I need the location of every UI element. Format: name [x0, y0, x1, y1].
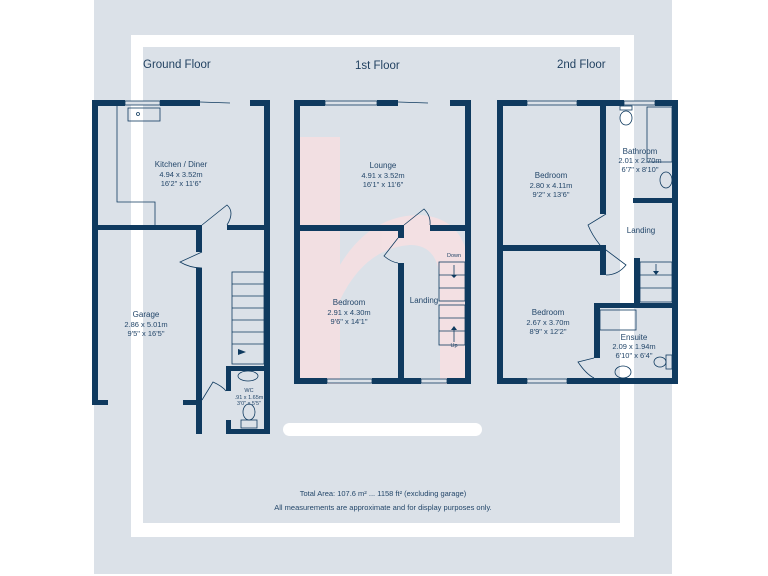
- room-name-landing-second: Landing: [627, 226, 655, 235]
- room-name-ensuite: Ensuite: [621, 333, 648, 342]
- floor-title-first: 1st Floor: [355, 60, 400, 72]
- room-imperial-wc: 3'0" x 5'5": [237, 401, 261, 407]
- disclaimer: All measurements are approximate and for…: [274, 503, 491, 512]
- room-metric-bedroom-second-2: 2.67 x 3.70m: [526, 318, 569, 327]
- room-metric-ensuite: 2.09 x 1.94m: [612, 342, 655, 351]
- room-imperial-lounge: 16'1" x 11'6": [363, 180, 404, 189]
- room-name-lounge: Lounge: [370, 161, 397, 170]
- stairs-down-label: Down: [447, 253, 461, 259]
- scale-bar: [283, 423, 482, 436]
- room-name-bedroom-second-2: Bedroom: [532, 308, 565, 317]
- room-imperial-bedroom-second-2: 8'9" x 12'2": [530, 327, 567, 336]
- room-metric-bedroom-first: 2.91 x 4.30m: [327, 308, 370, 317]
- room-metric-garage: 2.86 x 5.01m: [124, 320, 167, 329]
- first-floor-plan: [294, 100, 471, 384]
- room-imperial-ensuite: 6'10" x 6'4": [616, 351, 653, 360]
- floor-title-second: 2nd Floor: [557, 59, 606, 71]
- room-imperial-bedroom-first: 9'6" x 14'1": [331, 317, 368, 326]
- room-metric-lounge: 4.91 x 3.52m: [361, 171, 404, 180]
- room-metric-bedroom-second-1: 2.80 x 4.11m: [530, 181, 573, 190]
- stairs-up-label: Up: [450, 343, 457, 349]
- ground-floor-plan: [92, 100, 270, 434]
- second-floor-plan: [497, 100, 678, 384]
- room-name-bathroom: Bathroom: [623, 147, 658, 156]
- room-name-landing-first: Landing: [410, 296, 438, 305]
- room-name-bedroom-first: Bedroom: [333, 298, 366, 307]
- room-imperial-bathroom: 6'7" x 8'10": [622, 165, 659, 174]
- total-area: Total Area: 107.6 m² ... 1158 ft² (exclu…: [300, 489, 467, 498]
- room-metric-bathroom: 2.01 x 2.70m: [618, 156, 661, 165]
- inner-panel: [143, 47, 620, 523]
- room-name-garage: Garage: [133, 310, 160, 319]
- watermark-logo: [300, 137, 470, 384]
- room-metric-wc: .91 x 1.65m: [235, 395, 264, 401]
- room-name-bedroom-second-1: Bedroom: [535, 171, 568, 180]
- room-name-kitchen: Kitchen / Diner: [155, 160, 208, 169]
- room-name-wc: WC: [244, 388, 253, 394]
- floor-title-ground: Ground Floor: [143, 59, 211, 71]
- room-metric-kitchen: 4.94 x 3.52m: [159, 170, 202, 179]
- room-imperial-garage: 9'5" x 16'5": [128, 329, 165, 338]
- room-imperial-kitchen: 16'2" x 11'6": [161, 179, 202, 188]
- room-imperial-bedroom-second-1: 9'2" x 13'6": [533, 190, 570, 199]
